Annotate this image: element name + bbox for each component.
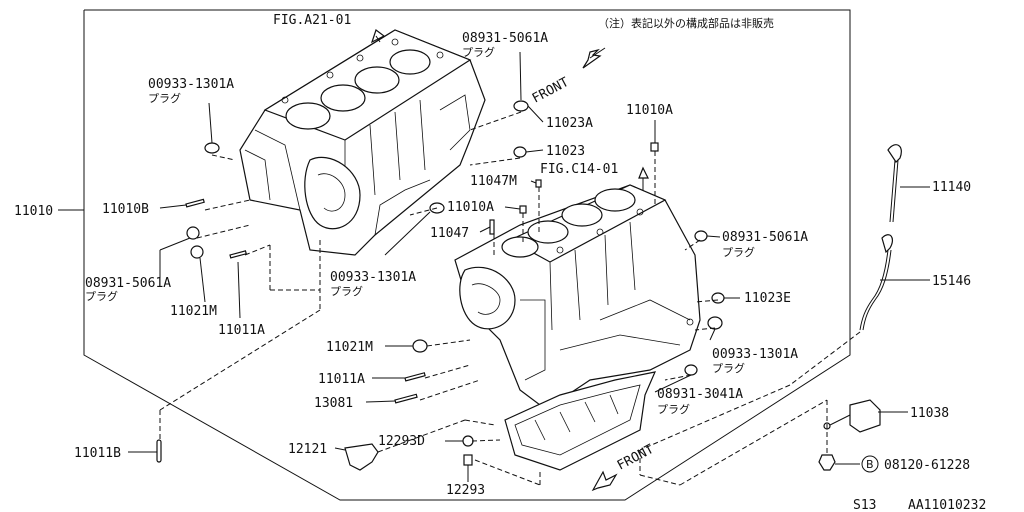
label-11010b: 11010B	[102, 202, 149, 217]
oil-dipstick	[887, 144, 902, 223]
small-parts	[156, 100, 725, 463]
plug-08931-5061a-left: プラグ	[85, 289, 118, 303]
label-11011a-mid: 11011A	[318, 372, 365, 387]
label-08931-3041a: 08931-3041A	[657, 387, 743, 402]
label-11010: 11010	[14, 204, 53, 219]
label-11047m: 11047M	[470, 174, 517, 189]
label-11047: 11047	[430, 226, 469, 241]
front-label-bottom: FRONT	[615, 442, 657, 474]
oil-pump-pickup	[344, 435, 474, 478]
label-11021m-mid: 11021M	[326, 340, 373, 355]
label-fig-c14: FIG.C14-01	[540, 162, 618, 177]
outline-frame	[83, 9, 851, 501]
plug-00933-1301a-right: プラグ	[712, 361, 745, 375]
oil-pan	[504, 371, 657, 471]
label-11023a: 11023A	[546, 116, 593, 131]
label-12293d: 12293D	[378, 434, 425, 449]
footer-code-left: S13	[853, 498, 876, 512]
bolt-marker-b: B	[866, 458, 874, 471]
plug-00933-1301a-top: プラグ	[148, 91, 181, 105]
label-11023e: 11023E	[744, 291, 791, 306]
label-fig-a21: FIG.A21-01	[273, 13, 351, 28]
label-08931-5061a-right: 08931-5061A	[722, 230, 808, 245]
dipstick-tube	[859, 234, 894, 331]
label-11038: 11038	[910, 406, 949, 421]
front-label-top: FRONT	[530, 75, 572, 107]
label-11021m-left: 11021M	[170, 304, 217, 319]
leader-lines	[58, 51, 930, 482]
label-12121: 12121	[288, 442, 327, 457]
reference-lines	[159, 111, 861, 486]
arrow-fig-c14-icon	[638, 166, 649, 179]
label-11011b: 11011B	[74, 446, 121, 461]
label-11023: 11023	[546, 144, 585, 159]
label-11010a-mid: 11010A	[447, 200, 494, 215]
bolt-marker-b-icon	[861, 455, 879, 473]
plug-08931-5061a-right: プラグ	[722, 245, 755, 259]
plug-00933-1301a-mid: プラグ	[330, 284, 363, 298]
label-00933-1301a-mid: 00933-1301A	[330, 270, 416, 285]
footer-code-right: AA11010232	[908, 498, 986, 512]
cylinder-block-right	[454, 184, 701, 406]
label-08120-61228: 08120-61228	[884, 458, 970, 473]
label-11140: 11140	[932, 180, 971, 195]
note-text: （注）表記以外の構成部品は非販売	[598, 16, 774, 30]
label-08931-5061a-top: 08931-5061A	[462, 31, 548, 46]
plug-08931-5061a-top: プラグ	[462, 45, 495, 59]
label-00933-1301a-top: 00933-1301A	[148, 77, 234, 92]
label-13081: 13081	[314, 396, 353, 411]
label-12293: 12293	[446, 483, 485, 498]
label-15146: 15146	[932, 274, 971, 289]
label-11011a-left: 11011A	[218, 323, 265, 338]
plug-08931-3041a: プラグ	[657, 402, 690, 416]
label-08931-5061a-left: 08931-5061A	[85, 276, 171, 291]
label-00933-1301a-right: 00933-1301A	[712, 347, 798, 362]
knock-sensor	[818, 399, 881, 471]
label-11010a-right: 11010A	[626, 103, 673, 118]
cylinder-block-left	[239, 29, 486, 256]
front-arrow-top: FRONT	[530, 47, 606, 107]
